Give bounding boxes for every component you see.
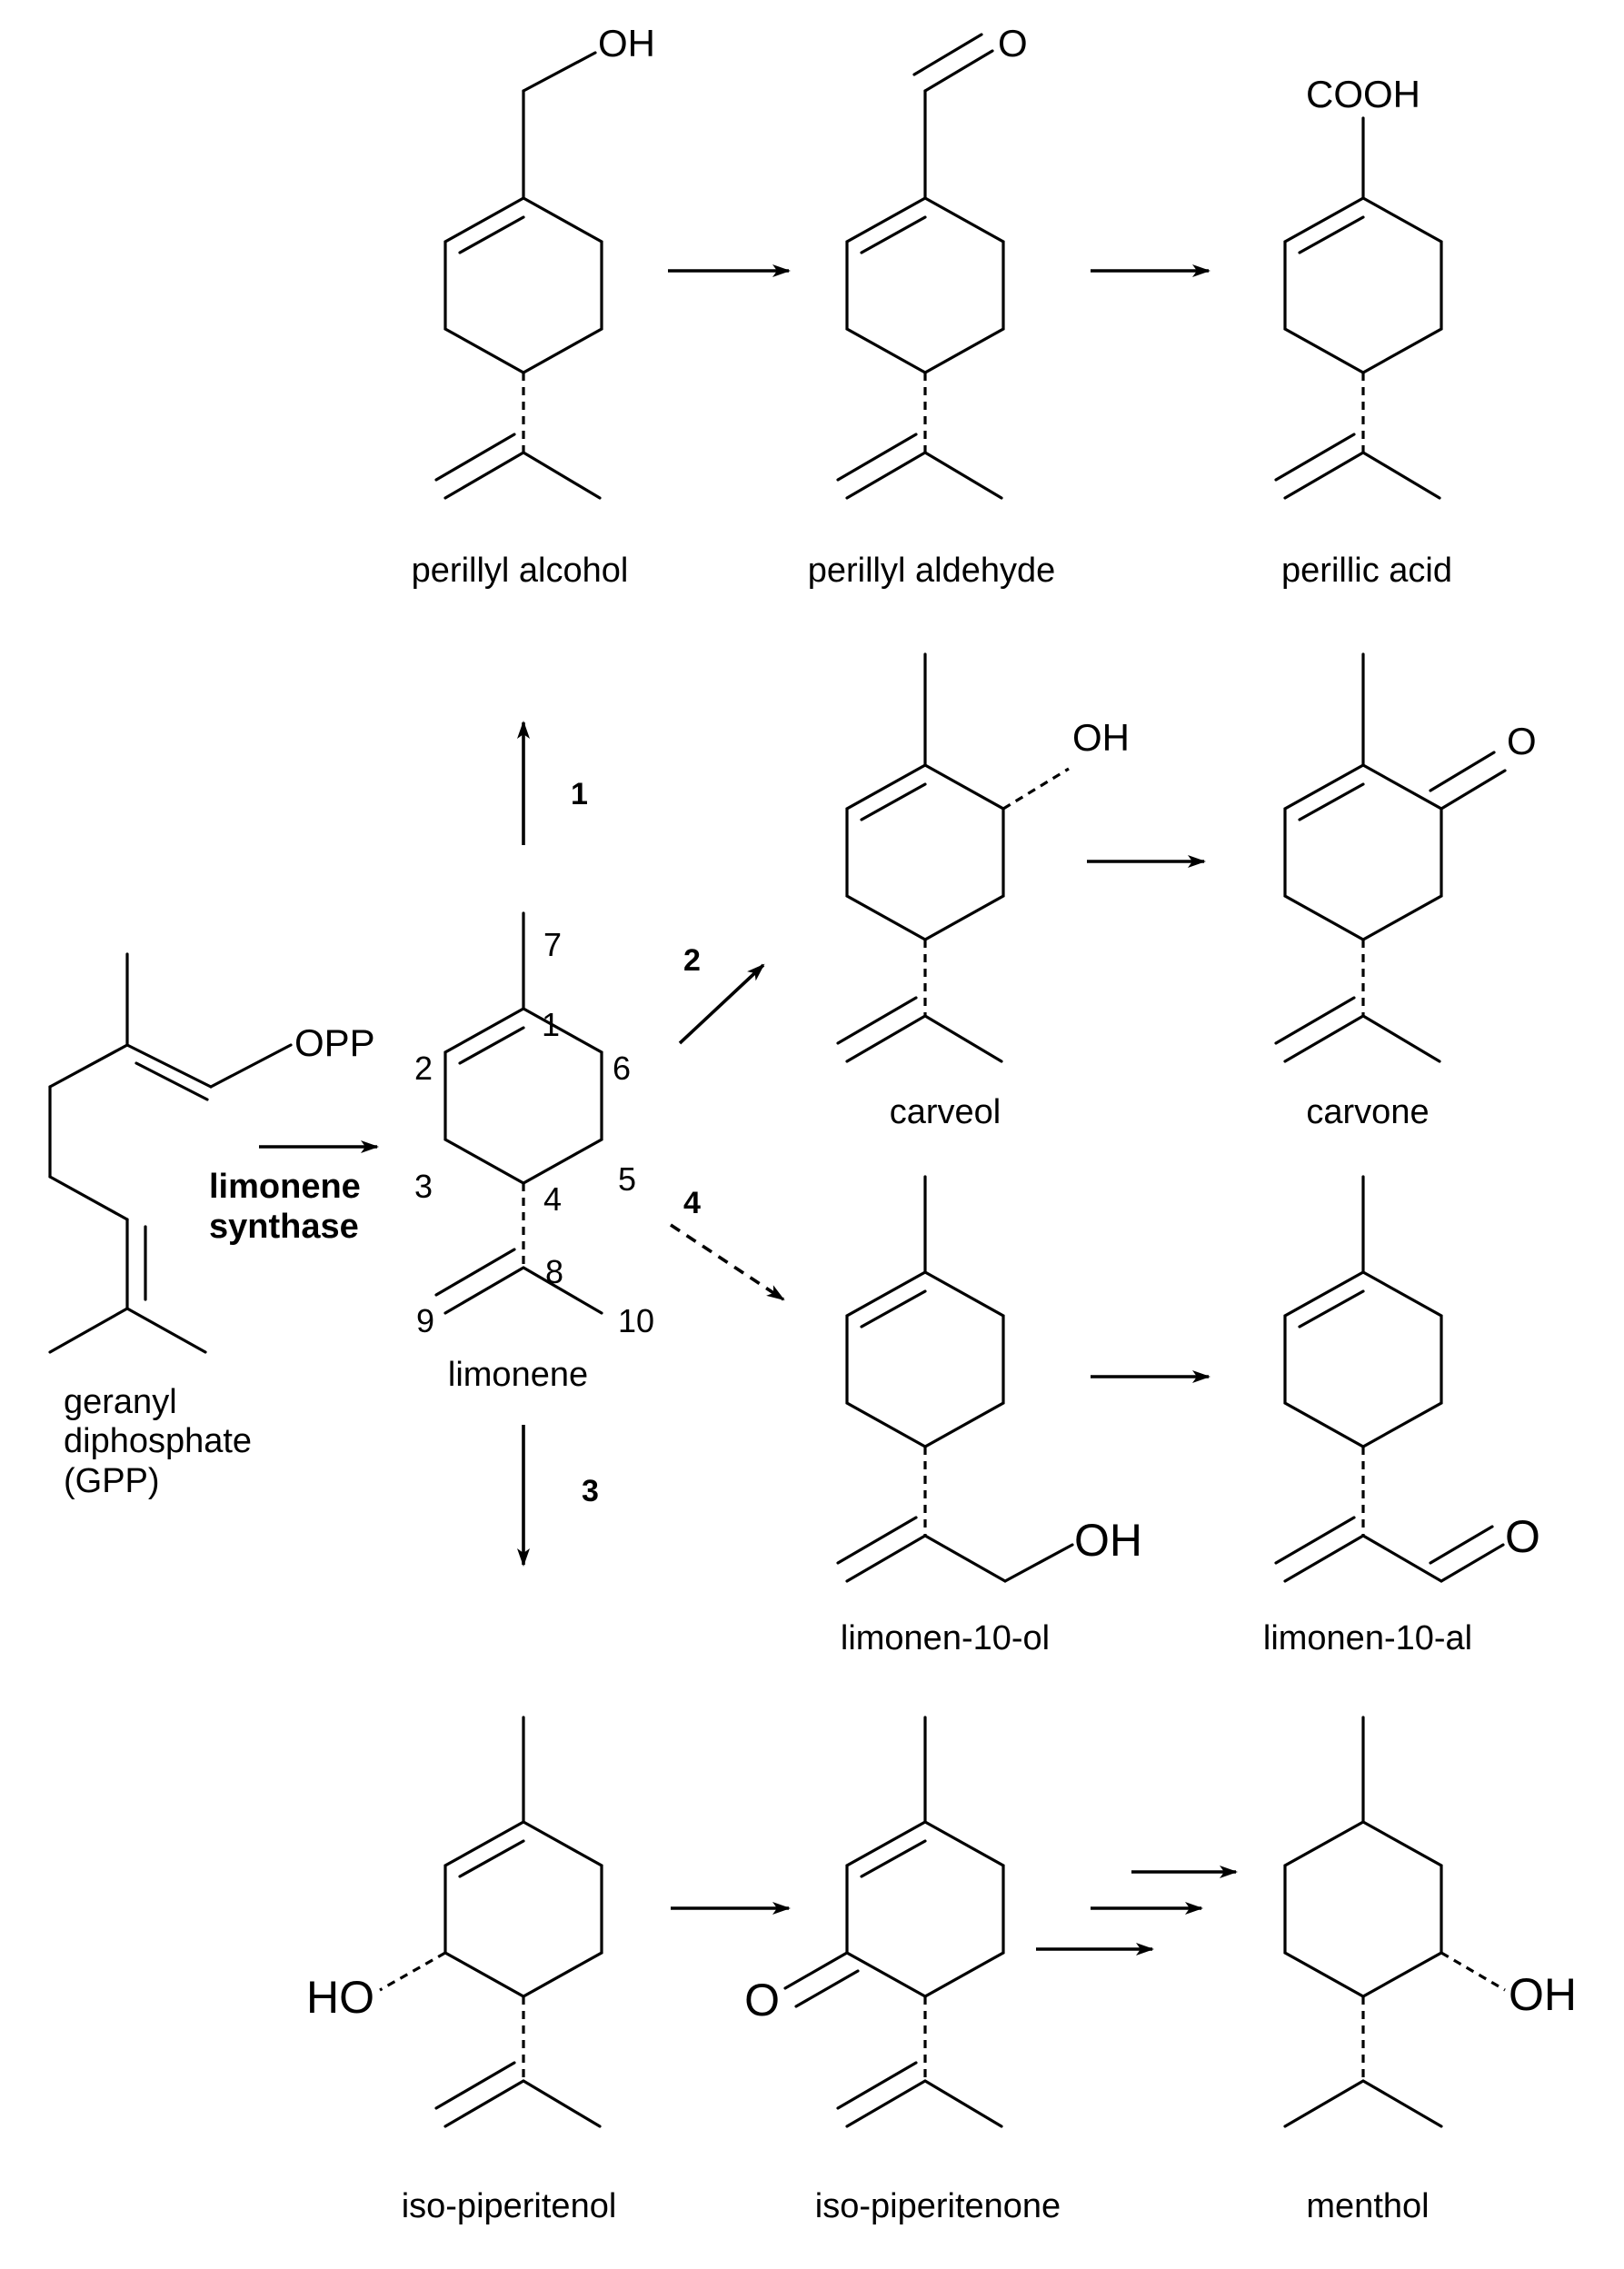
carveol-oh-label: OH <box>1072 716 1130 759</box>
carvone-name: carvone <box>1306 1093 1429 1131</box>
gpp-name-line3: (GPP) <box>64 1462 160 1500</box>
gpp-name-line1: geranyl <box>64 1383 177 1421</box>
step-label-4: 4 <box>683 1186 701 1220</box>
carveol-structure: OH <box>836 652 1130 1063</box>
carbon-number-7: 7 <box>543 926 562 963</box>
carveol-name: carveol <box>890 1093 1001 1131</box>
enzyme-label-line2: synthase <box>209 1208 359 1246</box>
perillyl-alcohol-oh-label: OH <box>598 22 655 65</box>
carbon-number-4: 4 <box>543 1180 562 1218</box>
iso-piperitenone-o-label: O <box>744 1975 780 2025</box>
perillyl-aldehyde-o-label: O <box>998 22 1028 65</box>
enzyme-label-line1: limonene <box>209 1168 361 1206</box>
limonen-10-al-o-label: O <box>1505 1511 1540 1562</box>
carbon-number-1: 1 <box>542 1006 560 1043</box>
iso-piperitenol-structure: HO <box>306 1716 603 2128</box>
limonen-10-ol-name: limonen-10-ol <box>841 1619 1050 1657</box>
step-label-2: 2 <box>683 943 701 978</box>
carbon-number-8: 8 <box>545 1253 563 1290</box>
limonen-10-al-name: limonen-10-al <box>1263 1619 1472 1657</box>
iso-piperitenol-name: iso-piperitenol <box>402 2187 617 2225</box>
carbon-number-9: 9 <box>416 1302 434 1339</box>
perillyl-aldehyde-structure: O <box>836 22 1028 500</box>
carvone-o-label: O <box>1507 720 1537 762</box>
step-label-3: 3 <box>582 1474 599 1508</box>
geranyl-diphosphate-structure: OPP <box>48 952 375 1354</box>
perillic-acid-cooh-label: COOH <box>1306 73 1420 115</box>
iso-piperitenone-name: iso-piperitenone <box>815 2187 1061 2225</box>
perillic-acid-name: perillic acid <box>1281 552 1452 590</box>
carbon-number-5: 5 <box>618 1160 636 1198</box>
limonene-name: limonene <box>448 1356 588 1394</box>
limonene-structure <box>434 911 603 1315</box>
perillic-acid-structure: COOH <box>1274 73 1443 500</box>
step-label-1: 1 <box>571 777 588 811</box>
perillyl-alcohol-name: perillyl alcohol <box>412 552 629 590</box>
carbon-number-10: 10 <box>618 1302 654 1339</box>
iso-piperitenol-ho-label: HO <box>306 1972 374 2023</box>
carvone-structure: O <box>1274 652 1537 1063</box>
menthol-structure: OH <box>1283 1716 1577 2128</box>
gpp-opp-label: OPP <box>294 1021 375 1064</box>
limonen-10-ol-oh-label: OH <box>1074 1515 1142 1566</box>
arrow-step-2 <box>678 963 765 1045</box>
iso-piperitenone-structure: O <box>744 1716 1005 2128</box>
carbon-number-2: 2 <box>414 1050 433 1087</box>
menthol-name: menthol <box>1306 2187 1429 2225</box>
gpp-name-line2: diphosphate <box>64 1422 252 1460</box>
perillyl-aldehyde-name: perillyl aldehyde <box>808 552 1056 590</box>
limonen-10-ol-structure: OH <box>836 1175 1142 1583</box>
perillyl-alcohol-structure: OH <box>434 22 655 500</box>
carbon-number-6: 6 <box>613 1050 631 1087</box>
arrow-step-4 <box>670 1223 785 1301</box>
menthol-oh-label: OH <box>1509 1969 1577 2020</box>
carbon-number-3: 3 <box>414 1168 433 1205</box>
limonen-10-al-structure: O <box>1274 1175 1540 1583</box>
